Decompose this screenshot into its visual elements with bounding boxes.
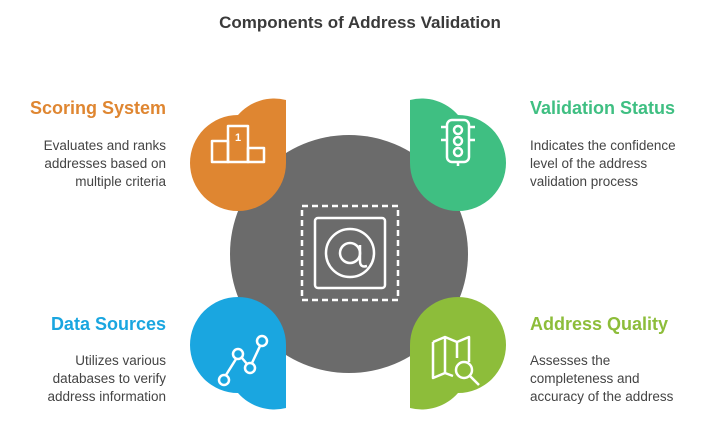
description-line: validation process — [530, 174, 639, 189]
description-line: level of the address — [530, 156, 648, 171]
podium-rank-label: 1 — [235, 132, 241, 144]
quality-heading: Address Quality — [530, 314, 669, 334]
scoring-heading: Scoring System — [29, 98, 166, 118]
description-line: accuracy of the address — [530, 389, 674, 404]
description-line: addresses based on — [44, 156, 166, 171]
petal-sources — [190, 297, 286, 410]
description-line: databases to verify — [52, 371, 166, 386]
description-line: address information — [47, 389, 166, 404]
validation-heading: Validation Status — [530, 98, 676, 118]
podium-icon: 1 — [210, 124, 266, 164]
description-line: Utilizes various — [75, 353, 166, 368]
description-line: Assesses the — [530, 353, 611, 368]
diagram-title: Components of Address Validation — [219, 13, 501, 32]
quality-description: Assesses the completeness and accuracy o… — [530, 352, 700, 406]
validation-description: Indicates the confidence level of the ad… — [530, 137, 700, 191]
sources-description: Utilizes various databases to verify add… — [0, 352, 166, 406]
petal-scoring — [190, 98, 286, 211]
description-line: multiple criteria — [75, 174, 166, 189]
at-stamp-icon — [300, 204, 400, 302]
sources-heading: Data Sources — [50, 314, 166, 334]
description-line: Indicates the confidence — [530, 138, 676, 153]
description-line: completeness and — [530, 371, 640, 386]
line-chart-icon — [217, 334, 269, 387]
traffic-light-icon — [441, 118, 475, 166]
map-search-icon — [431, 335, 480, 386]
center-circle — [230, 135, 468, 373]
scoring-description: Evaluates and ranks addresses based on m… — [0, 137, 166, 191]
description-line: Evaluates and ranks — [43, 138, 166, 153]
